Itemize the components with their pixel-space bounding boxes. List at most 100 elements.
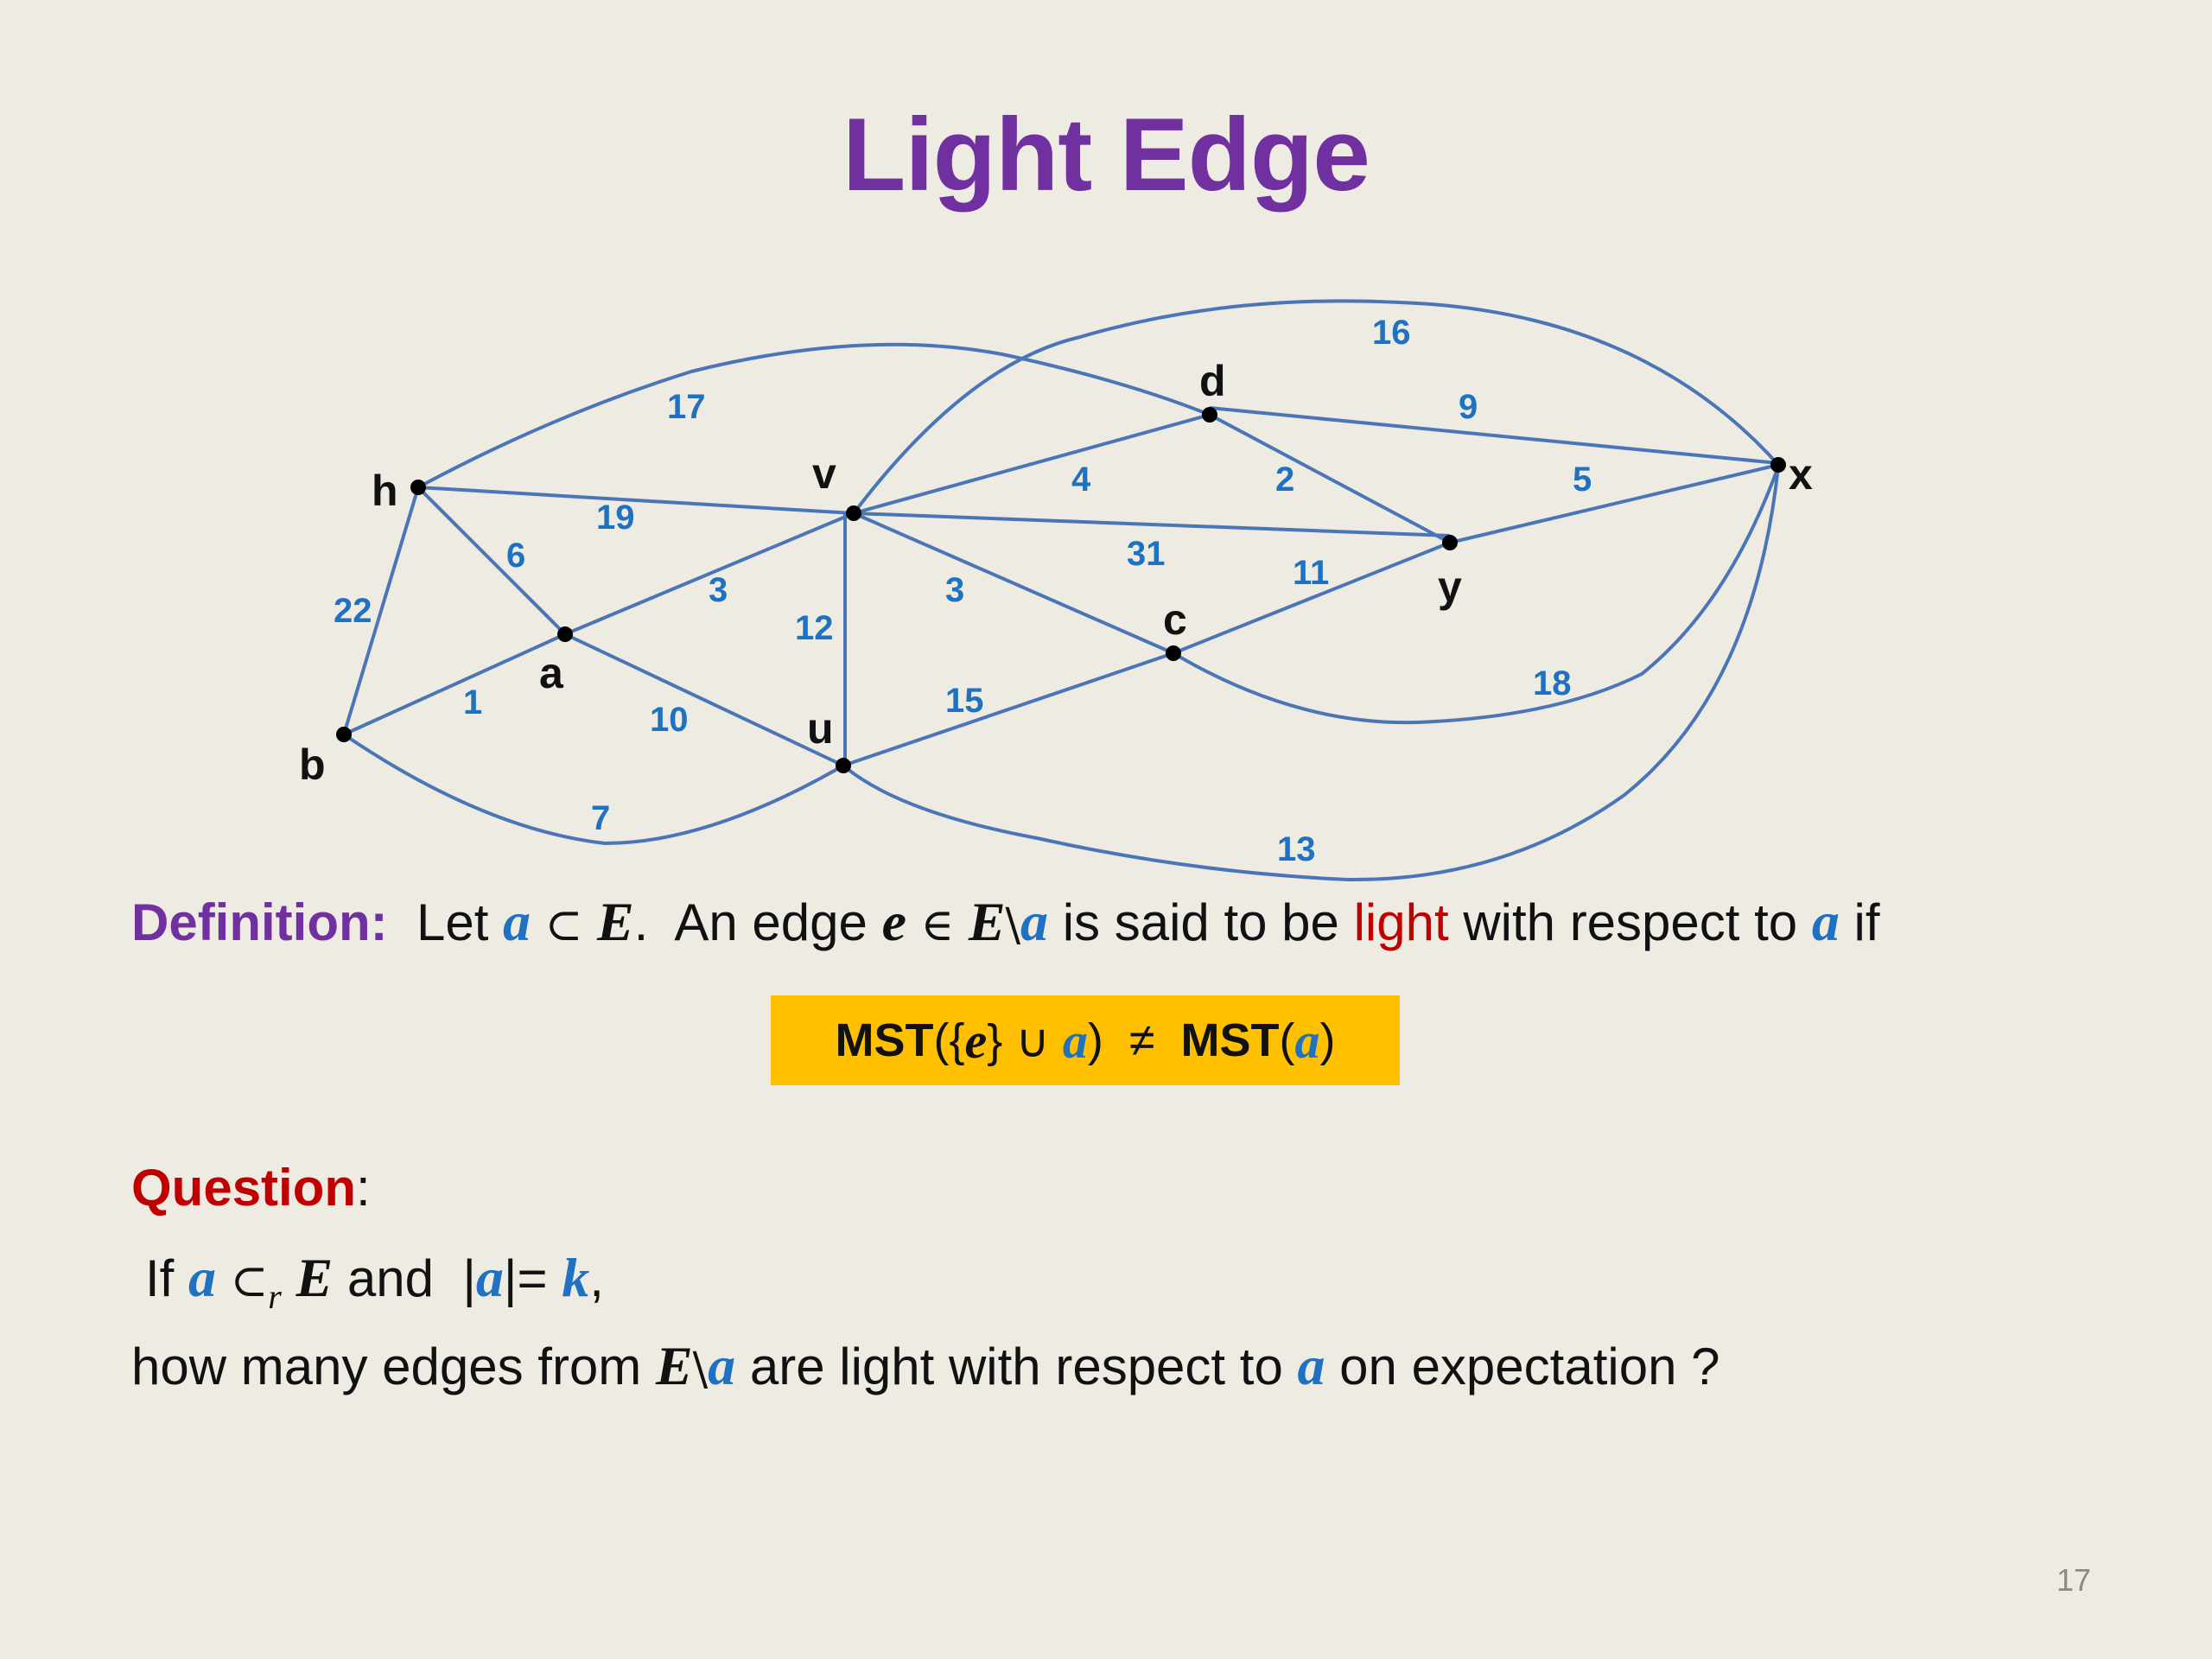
formula-mst-2: MST [1180, 1014, 1280, 1066]
math-a: a [503, 891, 531, 952]
mst-formula-box: MST({e} ∪ a) ≠ MST(a) [771, 995, 1400, 1085]
math-a-2: a [1020, 891, 1049, 952]
definition-if: if [1853, 893, 1880, 951]
question-line-1: If a ⊂r E and |a|= k, [145, 1246, 604, 1317]
edge-a-v [564, 512, 855, 636]
q-math-E: E [296, 1247, 334, 1308]
edge-y-x [1449, 463, 1779, 544]
node-label-y: y [1438, 563, 1462, 611]
edge-d-y [1209, 413, 1451, 544]
node-a-dot [557, 626, 573, 642]
math-e: e [881, 891, 906, 952]
q-math-r: r [268, 1277, 282, 1316]
definition-is-said: is said to be [1062, 893, 1339, 951]
question-heading: Question: [131, 1158, 371, 1217]
formula-a-2: a [1294, 1012, 1320, 1069]
math-subset: ⊂ [544, 899, 583, 951]
node-v-dot [846, 505, 861, 521]
formula-a-1: a [1062, 1012, 1088, 1069]
node-c-dot [1166, 645, 1181, 661]
node-u-dot [836, 758, 851, 773]
weight-a-u: 10 [650, 701, 689, 739]
definition-an-edge: An edge [674, 893, 868, 951]
definition-line: Definition: Let a ⊂ E. An edge e ∈ E\a i… [131, 890, 1880, 954]
node-label-x: x [1789, 450, 1813, 499]
formula-close-2: ) [1319, 1014, 1336, 1066]
math-in: ∈ [920, 899, 955, 951]
weight-v-x: 16 [1372, 314, 1411, 352]
question-line2-start: how many edges from [131, 1338, 642, 1395]
edge-a-u [564, 632, 844, 767]
weight-a-v: 3 [709, 571, 728, 609]
edge-h-v [417, 486, 855, 515]
formula-close-1: ) [1087, 1014, 1103, 1066]
node-x-dot [1770, 457, 1786, 473]
node-label-b: b [299, 741, 326, 789]
node-label-u: u [807, 704, 834, 753]
edge-h-d [417, 342, 1211, 489]
q2-math-a: a [708, 1335, 736, 1396]
edge-d-x [1209, 406, 1779, 465]
edge-b-u [342, 733, 844, 846]
q-math-k: k [562, 1247, 590, 1308]
weight-y-x: 5 [1573, 461, 1592, 499]
math-setminus: \ [1005, 899, 1021, 951]
q2-math-E: E [655, 1335, 693, 1396]
definition-light-word: light [1353, 893, 1449, 951]
edge-u-x [842, 466, 1780, 882]
math-E: E [596, 891, 634, 952]
edge-v-y [853, 512, 1451, 537]
math-E-2: E [968, 891, 1006, 952]
formula-open-2: ( [1279, 1014, 1295, 1066]
q2-math-setminus: \ [692, 1344, 709, 1395]
question-label: Question [131, 1159, 357, 1217]
question-line-2: how many edges from E\a are light with r… [131, 1334, 1720, 1398]
weight-h-b: 22 [334, 592, 372, 630]
weight-u-x: 13 [1277, 830, 1316, 868]
weight-h-d: 17 [667, 388, 706, 426]
weight-h-v: 19 [596, 499, 635, 537]
node-label-h: h [372, 467, 398, 515]
weight-c-y: 11 [1293, 554, 1329, 592]
slide-title: Light Edge [842, 97, 1370, 213]
definition-label: Definition: [131, 893, 388, 951]
weight-v-c: 3 [945, 571, 964, 609]
formula-neq: ≠ [1128, 1014, 1155, 1066]
edge-h-a [416, 486, 567, 636]
definition-with-respect: with respect to [1463, 893, 1798, 951]
node-label-v: v [812, 449, 836, 498]
page-number: 17 [2056, 1562, 2091, 1598]
definition-period: . [633, 893, 649, 951]
q2-math-a-2: a [1297, 1335, 1325, 1396]
edge-b-a [343, 632, 566, 736]
math-a-3: a [1811, 891, 1840, 952]
question-colon: : [356, 1159, 371, 1217]
edge-h-b [342, 486, 420, 735]
weight-c-x: 18 [1533, 664, 1572, 702]
node-b-dot [336, 727, 352, 742]
q-comma: , [589, 1249, 604, 1307]
node-label-d: d [1199, 357, 1226, 405]
q-abs-open: | [462, 1249, 476, 1307]
weight-b-a: 1 [463, 683, 482, 721]
weight-b-u: 7 [591, 799, 610, 837]
formula-mst-1: MST [835, 1014, 934, 1066]
definition-let: Let [416, 893, 489, 951]
edge-u-c [842, 652, 1174, 767]
node-label-a: a [539, 649, 564, 697]
weight-h-a: 6 [506, 537, 525, 575]
formula-close-union: } ∪ [987, 1014, 1050, 1067]
question-and: and [346, 1249, 434, 1307]
q-math-a-2: a [475, 1247, 504, 1308]
node-d-dot [1202, 407, 1217, 423]
q-math-subset: ⊂ [230, 1255, 269, 1307]
node-h-dot [410, 480, 426, 495]
question-line2-mid: are light with respect to [749, 1338, 1283, 1395]
weight-v-y: 31 [1127, 535, 1166, 573]
edge-c-y [1173, 541, 1451, 655]
node-y-dot [1442, 535, 1458, 550]
edge-v-x [852, 299, 1782, 515]
weight-d-x: 9 [1459, 388, 1478, 426]
